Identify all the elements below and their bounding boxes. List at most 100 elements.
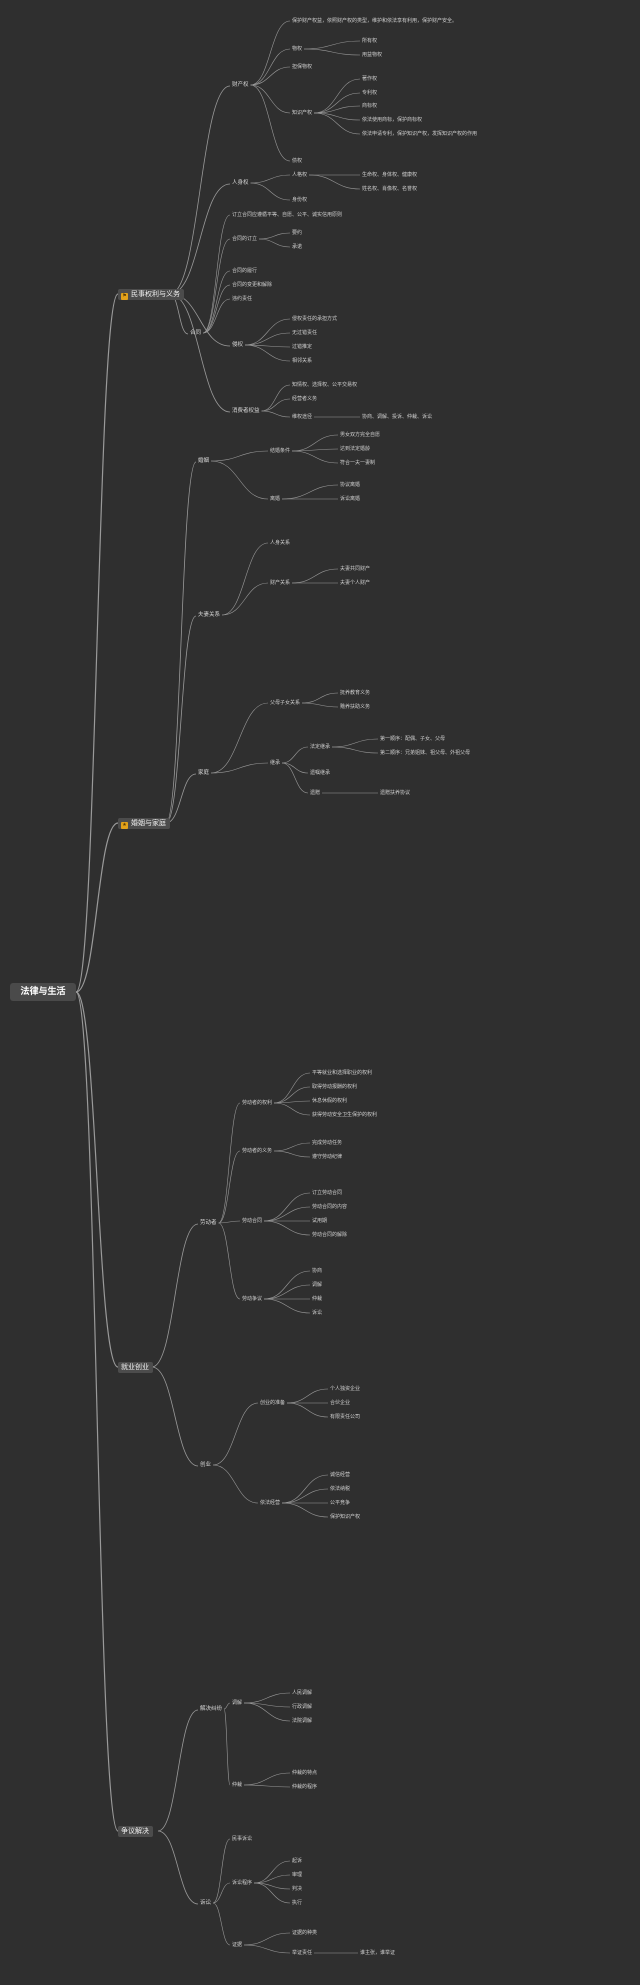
- map-node-t29[interactable]: 无过错责任: [292, 330, 318, 336]
- map-node-t13[interactable]: 债权: [292, 158, 303, 164]
- map-node-t26[interactable]: 违约责任: [232, 296, 253, 302]
- map-node-t3[interactable]: 物权: [292, 46, 303, 52]
- map-node-t6[interactable]: 担保物权: [292, 64, 313, 70]
- map-node-t45[interactable]: 夫妻关系: [198, 612, 221, 618]
- map-node-t37[interactable]: 婚姻: [198, 458, 210, 464]
- map-node-t1[interactable]: 财产权: [232, 82, 249, 88]
- map-node-t44[interactable]: 诉讼离婚: [340, 496, 361, 502]
- map-node-t43[interactable]: 协议离婚: [340, 482, 361, 488]
- map-node-t19[interactable]: 合同: [190, 330, 202, 336]
- map-node-t64[interactable]: 取得劳动报酬的权利: [312, 1084, 358, 1090]
- map-node-t72[interactable]: 劳动合同的内容: [312, 1204, 348, 1210]
- map-node-t7[interactable]: 知识产权: [292, 110, 313, 116]
- map-node-t80[interactable]: 创业: [200, 1462, 212, 1468]
- map-node-t25[interactable]: 合同的变更和解除: [232, 282, 273, 288]
- map-node-t71[interactable]: 订立劳动合同: [312, 1190, 343, 1196]
- map-node-t73[interactable]: 试用期: [312, 1218, 328, 1224]
- topic-civil-rights[interactable]: ⚑民事权利与义务: [118, 289, 184, 300]
- map-node-t39[interactable]: 男女双方完全自愿: [340, 432, 381, 438]
- map-node-t5[interactable]: 用益物权: [362, 52, 383, 58]
- map-node-t97[interactable]: 仲裁的程序: [292, 1784, 318, 1790]
- map-node-t60[interactable]: 遗赠扶养协议: [380, 790, 411, 796]
- map-node-t49[interactable]: 夫妻个人财产: [340, 580, 371, 586]
- map-node-t18[interactable]: 身份权: [292, 197, 308, 203]
- map-node-t93[interactable]: 行政调解: [292, 1704, 313, 1710]
- map-node-t50[interactable]: 家庭: [198, 770, 210, 776]
- map-node-t36[interactable]: 协商、调解、投诉、仲裁、诉讼: [362, 414, 433, 420]
- map-node-t76[interactable]: 协商: [312, 1268, 323, 1274]
- map-node-t35[interactable]: 维权途径: [292, 414, 313, 420]
- map-node-t30[interactable]: 过错推定: [292, 344, 313, 350]
- map-node-t31[interactable]: 相邻关系: [292, 358, 313, 364]
- map-node-t83[interactable]: 合伙企业: [330, 1400, 351, 1406]
- map-node-t88[interactable]: 公平竞争: [330, 1500, 351, 1506]
- map-node-t46[interactable]: 人身关系: [270, 540, 291, 546]
- map-node-t42[interactable]: 离婚: [270, 496, 281, 502]
- map-node-t66[interactable]: 获得劳动安全卫生保护的权利: [312, 1112, 378, 1118]
- map-node-t108[interactable]: 谁主张，谁举证: [360, 1950, 396, 1956]
- map-node-t102[interactable]: 审理: [292, 1872, 303, 1878]
- map-node-t84[interactable]: 有限责任公司: [330, 1414, 361, 1420]
- map-node-t81[interactable]: 创业的准备: [260, 1400, 286, 1406]
- map-node-t16[interactable]: 生命权、身体权、健康权: [362, 172, 418, 178]
- map-node-t98[interactable]: 诉讼: [200, 1900, 212, 1906]
- map-node-t59[interactable]: 遗赠: [310, 790, 321, 796]
- map-node-t15[interactable]: 人格权: [292, 172, 308, 178]
- map-node-t74[interactable]: 劳动合同的解除: [312, 1232, 348, 1238]
- map-node-t107[interactable]: 举证责任: [292, 1950, 313, 1956]
- map-node-t32[interactable]: 消费者权益: [232, 408, 260, 414]
- map-node-t55[interactable]: 法定继承: [310, 744, 331, 750]
- map-node-t61[interactable]: 劳动者: [200, 1220, 217, 1226]
- map-node-t20[interactable]: 订立合同应遵循平等、自愿、公平、诚实信用原则: [232, 212, 343, 218]
- map-node-t103[interactable]: 判决: [292, 1886, 303, 1892]
- topic-marriage-family[interactable]: ★婚姻与家庭: [118, 818, 170, 829]
- topic-employment[interactable]: 就业创业: [118, 1362, 153, 1373]
- map-node-t85[interactable]: 依法经营: [260, 1500, 281, 1506]
- map-node-t91[interactable]: 调解: [232, 1700, 243, 1706]
- map-node-t22[interactable]: 要约: [292, 230, 303, 236]
- root-node[interactable]: 法律与生活: [10, 983, 76, 1001]
- map-node-t67[interactable]: 劳动者的义务: [242, 1148, 273, 1154]
- map-node-t100[interactable]: 诉讼程序: [232, 1880, 253, 1886]
- map-node-t28[interactable]: 侵权责任的承担方式: [292, 316, 338, 322]
- map-node-t33[interactable]: 知情权、选择权、公平交易权: [292, 382, 358, 388]
- map-node-t82[interactable]: 个人独资企业: [330, 1386, 361, 1392]
- map-node-t51[interactable]: 父母子女关系: [270, 700, 301, 706]
- map-node-t17[interactable]: 姓名权、肖像权、名誉权: [362, 186, 418, 192]
- map-node-t47[interactable]: 财产关系: [270, 580, 291, 586]
- map-node-t87[interactable]: 依法纳税: [330, 1486, 351, 1492]
- map-node-t63[interactable]: 平等就业和选择职业的权利: [312, 1070, 373, 1076]
- map-node-t75[interactable]: 劳动争议: [242, 1296, 263, 1302]
- map-node-t14[interactable]: 人身权: [232, 180, 249, 186]
- map-node-t101[interactable]: 起诉: [292, 1858, 303, 1864]
- map-node-t95[interactable]: 仲裁: [232, 1782, 243, 1788]
- map-node-t96[interactable]: 仲裁的特点: [292, 1770, 318, 1776]
- map-node-t92[interactable]: 人民调解: [292, 1690, 313, 1696]
- map-node-t77[interactable]: 调解: [312, 1282, 323, 1288]
- map-node-t52[interactable]: 抚养教育义务: [340, 690, 371, 696]
- map-node-t8[interactable]: 著作权: [362, 76, 378, 82]
- map-node-t12[interactable]: 依法申请专利，保护知识产权，发挥知识产权的作用: [362, 131, 478, 137]
- map-node-t27[interactable]: 侵权: [232, 342, 244, 348]
- map-node-t58[interactable]: 遗嘱继承: [310, 770, 331, 776]
- map-node-t56[interactable]: 第一顺序：配偶、子女、父母: [380, 736, 446, 742]
- map-node-t53[interactable]: 赡养扶助义务: [340, 704, 371, 710]
- map-node-t4[interactable]: 所有权: [362, 38, 378, 44]
- map-node-t106[interactable]: 证据的种类: [292, 1930, 318, 1936]
- map-node-t69[interactable]: 遵守劳动纪律: [312, 1154, 343, 1160]
- map-node-t70[interactable]: 劳动合同: [242, 1218, 263, 1224]
- map-node-t105[interactable]: 证据: [232, 1942, 243, 1948]
- map-node-t99[interactable]: 民事诉讼: [232, 1836, 253, 1842]
- map-node-t54[interactable]: 继承: [270, 760, 281, 766]
- map-node-t68[interactable]: 完成劳动任务: [312, 1140, 343, 1146]
- map-node-t48[interactable]: 夫妻共同财产: [340, 566, 371, 572]
- map-node-t94[interactable]: 法院调解: [292, 1718, 313, 1724]
- map-node-t10[interactable]: 商标权: [362, 103, 378, 109]
- map-node-t11[interactable]: 依法使用商标，保护商标权: [362, 117, 423, 123]
- map-node-t79[interactable]: 诉讼: [312, 1310, 323, 1316]
- map-node-t34[interactable]: 经营者义务: [292, 396, 318, 402]
- map-node-t38[interactable]: 结婚条件: [270, 448, 291, 454]
- map-node-t90[interactable]: 解决纠纷: [200, 1706, 223, 1712]
- map-node-t104[interactable]: 执行: [292, 1900, 303, 1906]
- map-node-t57[interactable]: 第二顺序：兄弟姐妹、祖父母、外祖父母: [380, 750, 471, 756]
